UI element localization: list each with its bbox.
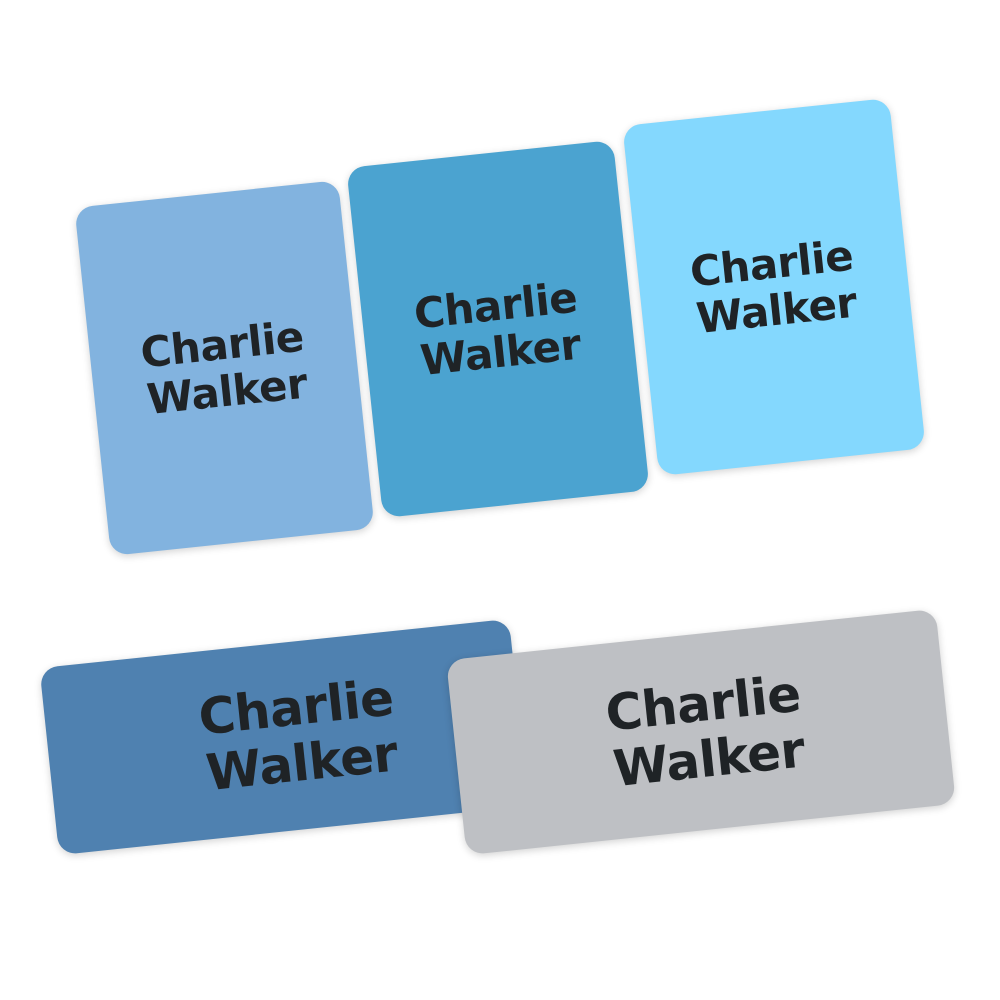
name-label-medium-blue: Charlie Walker [346, 139, 650, 519]
name-label-text: Charlie Walker [603, 665, 809, 799]
name-label-text: Charlie Walker [196, 669, 402, 803]
name-label-text: Charlie Walker [688, 231, 860, 343]
name-label-text: Charlie Walker [138, 312, 310, 424]
name-label-text: Charlie Walker [412, 273, 584, 385]
name-label-grey: Charlie Walker [446, 608, 956, 856]
name-label-sky-blue: Charlie Walker [622, 97, 926, 477]
name-label-light-blue: Charlie Walker [74, 180, 375, 556]
